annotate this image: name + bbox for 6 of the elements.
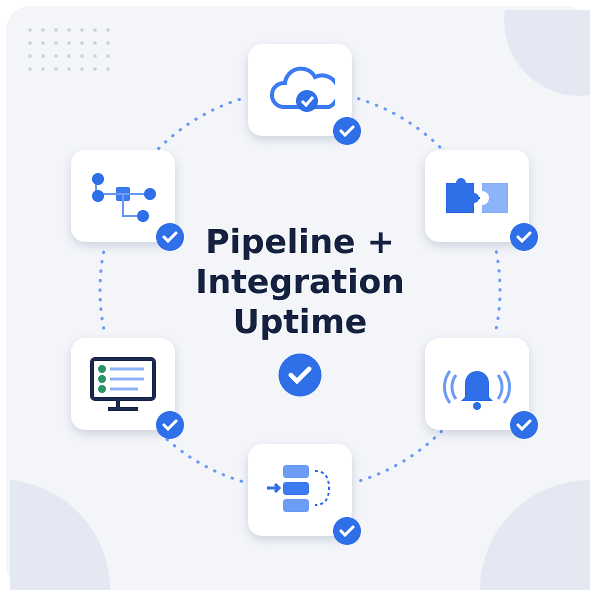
dotted-connector [98,250,106,330]
dotted-connector [494,250,502,330]
dotted-connector [356,430,443,483]
title: Pipeline + Integration Uptime [194,222,406,342]
dotted-connector [157,97,244,150]
dotted-connector [356,97,443,150]
